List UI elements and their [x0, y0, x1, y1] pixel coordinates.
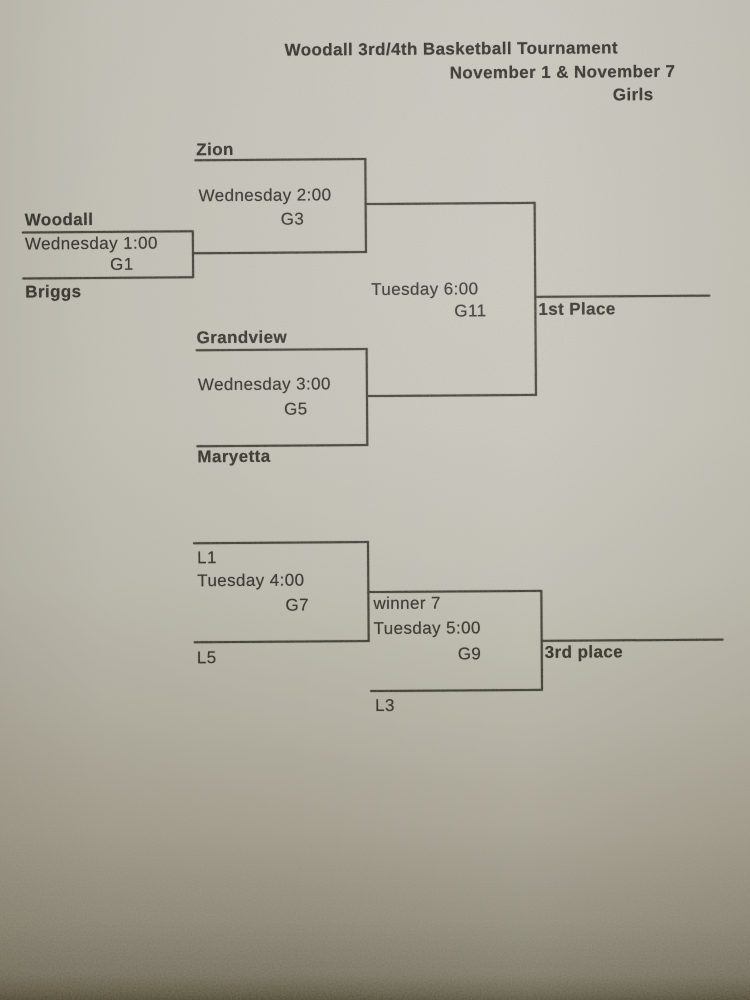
g7-winner-line	[367, 589, 542, 594]
g11-time: Tuesday 6:00	[371, 279, 479, 300]
first-place-line	[535, 294, 711, 298]
g7-bottom-entry-line	[193, 640, 370, 644]
seed-winner7: winner 7	[373, 593, 441, 614]
g3-bracket-vertical	[364, 158, 367, 254]
g1-time: Wednesday 1:00	[24, 233, 158, 254]
g1-bottom-entry-line	[22, 276, 194, 280]
seed-l5: L5	[196, 648, 217, 668]
g5-winner-line	[365, 393, 537, 398]
team-briggs: Briggs	[25, 282, 82, 302]
g5-time: Wednesday 3:00	[197, 374, 331, 395]
third-place-line	[541, 638, 724, 642]
g5-top-entry-line	[195, 348, 368, 352]
g11-game-number: G11	[454, 301, 487, 321]
g3-winner-line	[364, 201, 536, 206]
third-place-label: 3rd place	[544, 642, 624, 662]
g9-bottom-entry-line	[370, 688, 543, 693]
tournament-dates: November 1 & November 7	[449, 61, 676, 83]
first-place-label: 1st Place	[538, 299, 616, 319]
tournament-title: Woodall 3rd/4th Basketball Tournament	[284, 38, 619, 60]
g3-game-number: G3	[280, 209, 305, 229]
g3-top-entry-line	[194, 158, 367, 162]
g7-time: Tuesday 4:00	[197, 570, 305, 591]
g1-winner-line	[191, 251, 367, 255]
team-grandview: Grandview	[196, 327, 288, 348]
team-zion: Zion	[196, 139, 234, 160]
division-label: Girls	[612, 85, 654, 105]
seed-l3: L3	[375, 695, 395, 716]
g11-bracket-vertical	[533, 201, 537, 396]
g3-time: Wednesday 2:00	[198, 185, 332, 206]
seed-l1: L1	[197, 548, 217, 568]
g1-game-number: G1	[109, 254, 134, 274]
g9-time: Tuesday 5:00	[373, 618, 481, 639]
g5-game-number: G5	[283, 399, 308, 419]
g9-game-number: G9	[457, 644, 482, 664]
team-woodall: Woodall	[24, 209, 94, 230]
g7-top-entry-line	[192, 541, 369, 545]
team-maryetta: Maryetta	[197, 446, 271, 467]
g7-game-number: G7	[285, 595, 309, 615]
